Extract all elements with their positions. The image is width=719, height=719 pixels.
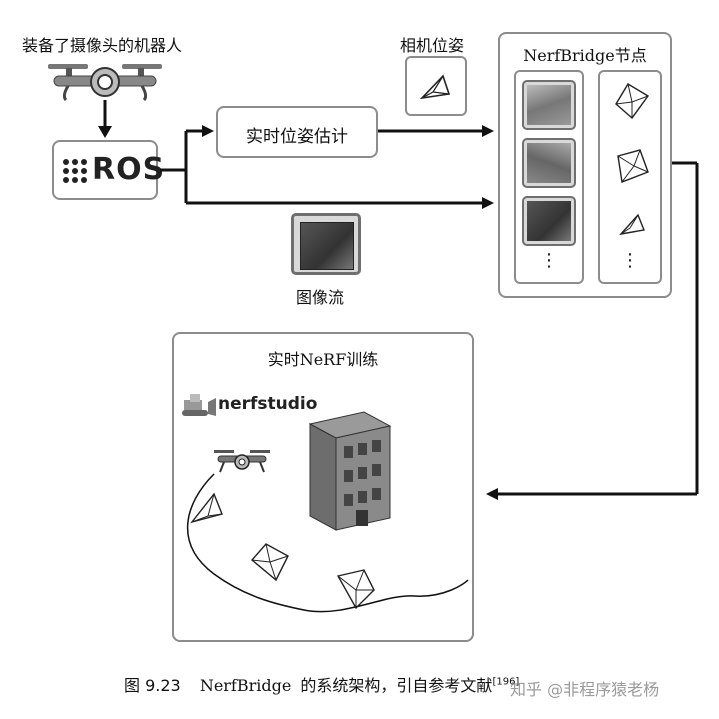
image-frame-2 xyxy=(522,138,576,188)
realtime-training-box: 实时NeRF训练 nerfstudio xyxy=(172,332,474,642)
image-frame-3 xyxy=(522,196,576,246)
caption-name: NerfBridge xyxy=(199,676,292,695)
trajectory-pose-2 xyxy=(251,543,289,582)
pose-column-ellipsis: ⋮ xyxy=(621,250,639,271)
trajectory-pose-1 xyxy=(190,492,223,524)
trajectory-path xyxy=(187,473,469,613)
pose-estimation-label: 实时位姿估计 xyxy=(246,127,348,147)
realtime-training-label: 实时NeRF训练 xyxy=(267,350,379,369)
nerfbridge-node-label: NerfBridge节点 xyxy=(523,46,647,65)
camera-pose-icon-2 xyxy=(617,149,649,183)
nerfstudio-label: nerfstudio xyxy=(218,394,318,414)
camera-frustum-icon xyxy=(419,74,451,100)
camera-pose-label: 相机位姿 xyxy=(400,36,465,55)
caption-ref: [196] xyxy=(492,676,520,688)
drone-to-ros-arrow xyxy=(98,100,112,138)
ros-dots-icon xyxy=(63,159,87,183)
image-column: ⋮ xyxy=(514,70,584,284)
ros-label: ROS xyxy=(92,152,166,187)
image-stream-label: 图像流 xyxy=(296,288,345,307)
training-drone-icon xyxy=(214,450,270,473)
pose-column: ⋮ xyxy=(598,70,662,284)
trajectory-pose-3 xyxy=(336,569,375,610)
pose-estimation-box: 实时位姿估计 xyxy=(216,106,378,158)
caption-prefix: 图 9.23 xyxy=(124,676,181,695)
building-photo xyxy=(300,222,354,270)
nerfbridge-node-box: NerfBridge节点 ⋮ ⋮ xyxy=(498,32,672,298)
image-column-ellipsis: ⋮ xyxy=(540,250,558,271)
building-model xyxy=(308,411,392,531)
camera-pose-icon-3 xyxy=(619,213,645,236)
figure-caption: 图 9.23 NerfBridge 的系统架构，引自参考文献[196] xyxy=(124,672,519,696)
drone-label: 装备了摄像头的机器人 xyxy=(22,36,183,55)
image-stream-thumbnail xyxy=(291,213,361,275)
drone-icon xyxy=(48,64,162,102)
ros-box: ROS xyxy=(52,140,164,200)
camera-pose-icon-1 xyxy=(615,83,650,120)
camera-pose-icon-box xyxy=(405,56,467,116)
watermark: 知乎 @非程序猿老杨 xyxy=(510,680,660,699)
image-frame-1 xyxy=(522,80,576,130)
caption-text: 的系统架构，引自参考文献 xyxy=(300,676,493,695)
bulldozer-logo-icon xyxy=(182,394,216,416)
